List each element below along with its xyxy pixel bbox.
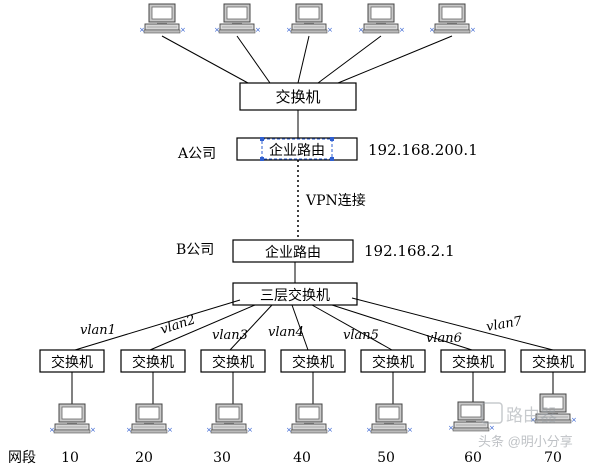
pc-icon: [357, 3, 406, 35]
company-b-router: 企业路由: [232, 239, 354, 263]
access-switch-label: 交换机: [452, 354, 494, 371]
pc-icon: [125, 403, 174, 435]
watermark-logo-text: 路由器: [506, 406, 557, 425]
access-switch-label: 交换机: [372, 354, 414, 371]
segment-values: 10 20 30 40 50 60 70: [61, 450, 562, 466]
core-switch-label: 三层交换机: [260, 287, 330, 304]
top-switch: 交换机: [239, 82, 357, 111]
access-switch-label: 交换机: [532, 354, 574, 371]
vlan-labels: vlan1 vlan2 vlan3 vlan4 vlan5 vlan6 vlan…: [80, 312, 524, 346]
vlan-label: vlan4: [268, 325, 304, 340]
pc-icon: [285, 403, 334, 435]
vlan-label: vlan3: [212, 328, 248, 343]
pc-icon: [285, 3, 334, 35]
vlan-label: vlan7: [485, 314, 524, 335]
company-b-router-label: 企业路由: [265, 244, 321, 261]
access-switch: 交换机: [360, 349, 426, 373]
pc-icon: [213, 3, 262, 35]
company-b-ip: 192.168.2.1: [364, 242, 455, 260]
access-switch-label: 交换机: [132, 354, 174, 371]
pc-icon: [138, 3, 187, 35]
top-links: [161, 35, 453, 84]
access-switches: 交换机 交换机 交换机 交换机 交换机 交换机 交换机: [39, 349, 586, 373]
segment-value: 60: [464, 450, 482, 466]
vlan-label: vlan5: [343, 328, 379, 343]
access-switch: 交换机: [39, 349, 105, 373]
segment-value: 10: [61, 450, 79, 466]
access-switch: 交换机: [200, 349, 266, 373]
company-a-router: 企业路由: [236, 137, 358, 161]
vlan-label: vlan6: [426, 331, 462, 346]
pc-icon: [365, 403, 414, 435]
segment-value: 30: [213, 450, 231, 466]
segment-value: 70: [544, 450, 562, 466]
access-switch-label: 交换机: [51, 354, 93, 371]
segment-value: 40: [293, 450, 311, 466]
pc-icon: [205, 403, 254, 435]
access-switch: 交换机: [120, 349, 186, 373]
pc-icon: [428, 3, 477, 35]
vlan-links: [74, 297, 554, 351]
watermark: 路由器 头条 @明小分享: [478, 402, 573, 449]
pc-icon: [447, 401, 496, 433]
access-switch: 交换机: [280, 349, 346, 373]
company-b-label: B公司: [176, 242, 214, 258]
watermark-credit: 头条 @明小分享: [478, 434, 573, 449]
core-switch: 三层交换机: [232, 282, 358, 306]
access-switch: 交换机: [520, 349, 586, 373]
top-switch-label: 交换机: [275, 88, 320, 106]
vpn-label: VPN连接: [305, 192, 366, 209]
access-switch: 交换机: [440, 349, 506, 373]
segment-label: 网段: [8, 450, 36, 466]
vlan-label: vlan1: [80, 323, 116, 338]
segment-value: 20: [135, 450, 153, 466]
segment-value: 50: [377, 450, 395, 466]
company-a-ip: 192.168.200.1: [368, 141, 478, 159]
pc-icon: [48, 403, 97, 435]
access-switch-label: 交换机: [212, 354, 254, 371]
vlan-label: vlan2: [159, 312, 198, 337]
company-a-label: A公司: [177, 146, 216, 162]
watermark-logo-icon: [481, 402, 503, 424]
company-a-router-label: 企业路由: [269, 142, 325, 159]
access-switch-label: 交换机: [292, 354, 334, 371]
top-pc-group: [138, 3, 477, 35]
